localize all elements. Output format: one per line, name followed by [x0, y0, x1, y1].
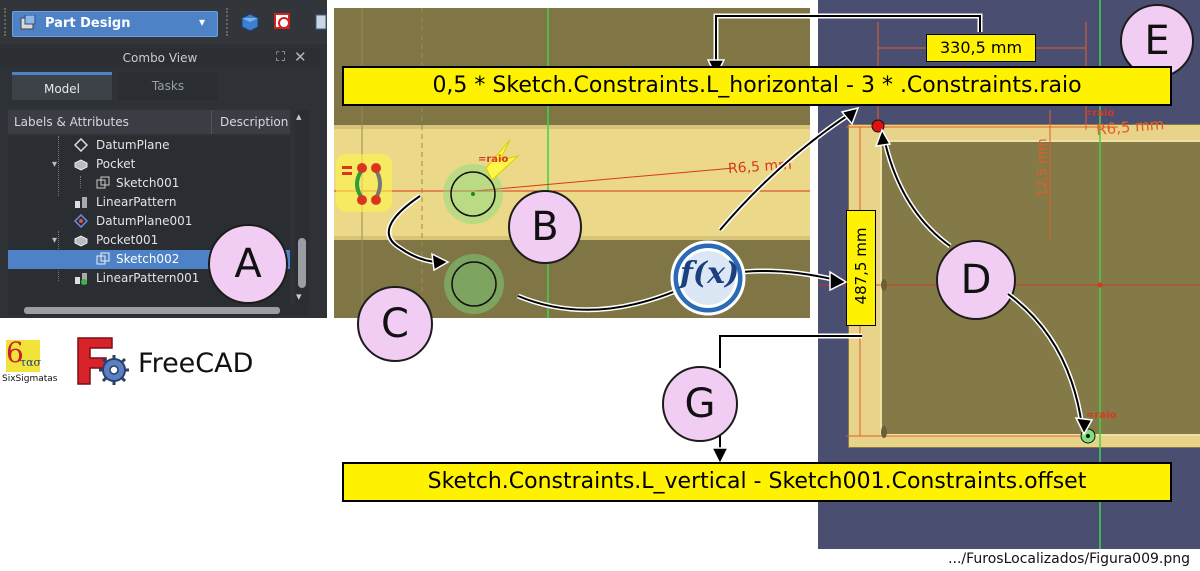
formula-icon	[670, 240, 746, 316]
toolbar: Part Design ▾	[0, 0, 327, 44]
tree-item-pocket[interactable]: ▾ Pocket	[8, 155, 290, 174]
raio-tag: =raio	[1086, 410, 1117, 421]
pocket-icon	[74, 235, 88, 247]
column-labels-attributes[interactable]: Labels & Attributes	[14, 115, 129, 129]
combo-view-title-text: Combo View	[122, 51, 198, 65]
callout-d: D	[936, 240, 1016, 320]
attachment-icon[interactable]	[308, 11, 330, 33]
scrollbar-thumb[interactable]	[298, 238, 306, 288]
tree-item-label: LinearPattern	[96, 195, 177, 209]
combo-view-title: Combo View ⛶ ✕	[0, 48, 320, 68]
caption: .../FurosLocalizados/Figura009.png	[948, 551, 1190, 567]
callout-a: A	[208, 224, 288, 304]
sixsigmatas-logo	[6, 340, 40, 372]
equal-constraint-icon[interactable]	[336, 154, 392, 212]
create-sketch-icon[interactable]	[272, 11, 294, 33]
linear-pattern-icon	[75, 197, 87, 208]
tree-item-pocket001[interactable]: ▾ Pocket001	[8, 231, 290, 250]
toolbar-grip[interactable]	[226, 8, 231, 36]
column-description[interactable]: Description	[220, 115, 289, 129]
scroll-down-icon[interactable]: ▾	[296, 290, 302, 303]
tab-tasks[interactable]: Tasks	[118, 72, 218, 100]
toolbar-grip[interactable]	[4, 8, 9, 36]
sixsigmatas-logo-digit: 6	[6, 336, 24, 369]
sketch-icon	[96, 252, 110, 265]
freecad-logo-text: FreeCAD	[138, 348, 254, 379]
tree-item-sketch001[interactable]: Sketch001	[8, 174, 290, 193]
tree-item-datumplane001[interactable]: DatumPlane001	[8, 212, 290, 231]
tree-item-label: DatumPlane	[96, 138, 170, 152]
workbench-label: Part Design	[45, 16, 131, 31]
dimension-vertical[interactable]: 487,5 mm	[846, 210, 876, 326]
tree-item-linearpattern[interactable]: LinearPattern	[8, 193, 290, 212]
part-design-icon	[20, 15, 36, 30]
tree-item-datumplane[interactable]: DatumPlane	[8, 136, 290, 155]
callout-g: G	[662, 366, 738, 442]
raio-tag: =raio	[478, 154, 509, 165]
body-icon[interactable]	[238, 11, 260, 33]
workbench-selector[interactable]: Part Design ▾	[12, 11, 218, 37]
tree-item-linearpattern001[interactable]: LinearPattern001	[8, 269, 290, 288]
tree-header: Labels & Attributes Description	[8, 110, 290, 134]
combo-view-panel: Part Design ▾ Combo View ⛶ ✕ Model Tasks…	[0, 0, 327, 318]
tree-item-label: LinearPattern001	[96, 271, 200, 285]
sketch-icon	[96, 176, 110, 189]
pocket-icon	[74, 159, 88, 171]
linear-pattern-icon	[75, 273, 87, 285]
sixsigmatas-logo-text: SixSigmatas	[2, 374, 58, 384]
tab-model[interactable]: Model	[12, 72, 112, 100]
chevron-down-icon: ▾	[199, 15, 206, 29]
tree-item-label: Pocket	[96, 157, 136, 171]
formula-top: 0,5 * Sketch.Constraints.L_horizontal - …	[342, 66, 1172, 106]
chevron-down-icon[interactable]: ▾	[52, 235, 58, 246]
callout-c: C	[357, 286, 433, 362]
sketch-geometry	[334, 8, 810, 318]
callout-e: E	[1120, 4, 1194, 78]
datum-plane-icon	[74, 138, 88, 152]
formula-bottom: Sketch.Constraints.L_vertical - Sketch00…	[342, 462, 1172, 502]
pocket-recess	[880, 140, 1200, 436]
close-icon[interactable]: ✕	[294, 48, 307, 66]
model-tree: DatumPlane ▾ Pocket Sketch001 LinearPatt…	[8, 136, 290, 304]
raio-tag: =raio	[1084, 108, 1115, 119]
scrollbar-thumb[interactable]	[24, 307, 280, 314]
tree-item-label: Pocket001	[96, 233, 159, 247]
freecad-logo-icon	[77, 337, 129, 385]
tree-item-label: DatumPlane001	[96, 214, 193, 228]
float-icon[interactable]: ⛶	[276, 50, 286, 65]
scroll-up-icon[interactable]: ▴	[296, 110, 302, 123]
column-divider[interactable]	[211, 110, 212, 134]
chevron-down-icon[interactable]: ▾	[52, 159, 58, 170]
sixsigmatas-logo-sigma: τασ	[20, 356, 42, 369]
tree-item-label: Sketch002	[116, 252, 180, 266]
formula-icon-label: f(x)	[680, 256, 740, 291]
dimension-horizontal[interactable]: 330,5 mm	[926, 34, 1036, 62]
tree-item-label: Sketch001	[116, 176, 180, 190]
datum-plane-icon	[74, 214, 88, 228]
callout-b: B	[508, 190, 582, 264]
